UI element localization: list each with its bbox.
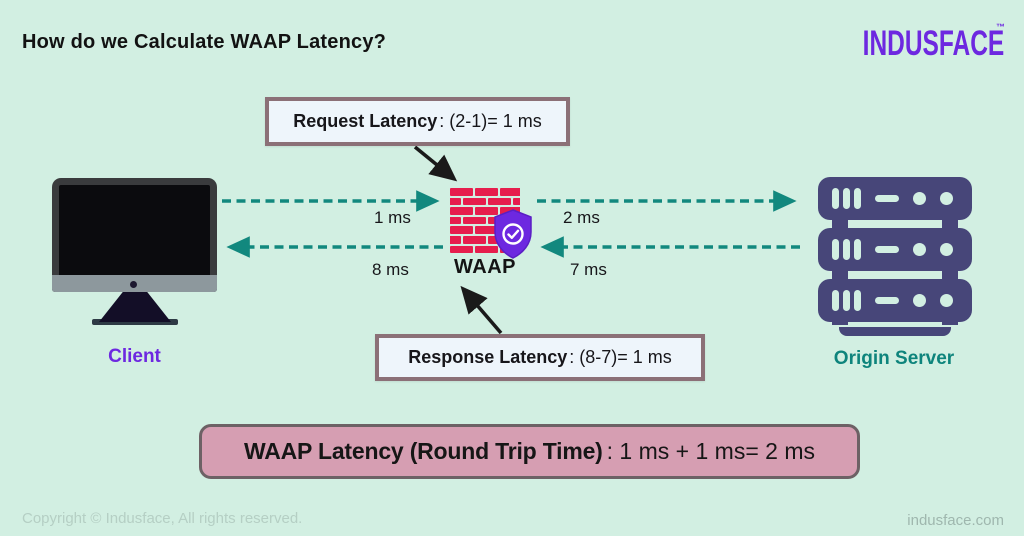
server-rack-unit: [818, 279, 972, 322]
monitor-camera-dot: [130, 281, 137, 288]
server-rack-unit: [818, 177, 972, 220]
shield-check-icon: [494, 209, 532, 259]
server-base: [839, 327, 951, 336]
trademark-symbol: ™: [996, 22, 1005, 32]
copyright-text: Copyright © Indusface, All rights reserv…: [22, 510, 303, 527]
latency-label-7ms: 7 ms: [570, 260, 607, 279]
latency-label-2ms: 2 ms: [563, 208, 600, 227]
waap-latency-summary-box: WAAP Latency (Round Trip Time) : 1 ms + …: [199, 424, 860, 479]
arrow-request-callout: [413, 145, 458, 182]
response-latency-label: Response Latency: [408, 347, 568, 367]
response-latency-value: : (8-7)= 1 ms: [569, 347, 672, 367]
page-title: How do we Calculate WAAP Latency?: [22, 31, 387, 53]
summary-value: : 1 ms + 1 ms= 2 ms: [606, 438, 815, 464]
website-text: indusface.com: [907, 512, 1004, 529]
monitor-stand: [99, 292, 171, 322]
monitor-base: [92, 319, 178, 325]
origin-server-icon: [818, 177, 972, 337]
request-latency-box: Request Latency : (2-1)= 1 ms: [265, 97, 570, 146]
latency-label-8ms: 8 ms: [372, 260, 409, 279]
summary-label: WAAP Latency (Round Trip Time): [244, 438, 603, 464]
origin-server-label: Origin Server: [833, 348, 955, 369]
logo-wordmark: INDUSFACE: [862, 24, 1004, 63]
client-label: Client: [108, 346, 161, 367]
request-latency-label: Request Latency: [293, 111, 438, 131]
response-latency-box: Response Latency : (8-7)= 1 ms: [375, 334, 705, 381]
client-monitor-icon: [52, 178, 217, 292]
request-latency-value: : (2-1)= 1 ms: [439, 111, 542, 131]
arrow-response-callout: [460, 285, 503, 335]
latency-label-1ms: 1 ms: [374, 208, 411, 227]
waap-label: WAAP: [454, 256, 516, 278]
server-rack-unit: [818, 228, 972, 271]
indusface-logo: INDUSFACE ™: [802, 22, 1005, 64]
